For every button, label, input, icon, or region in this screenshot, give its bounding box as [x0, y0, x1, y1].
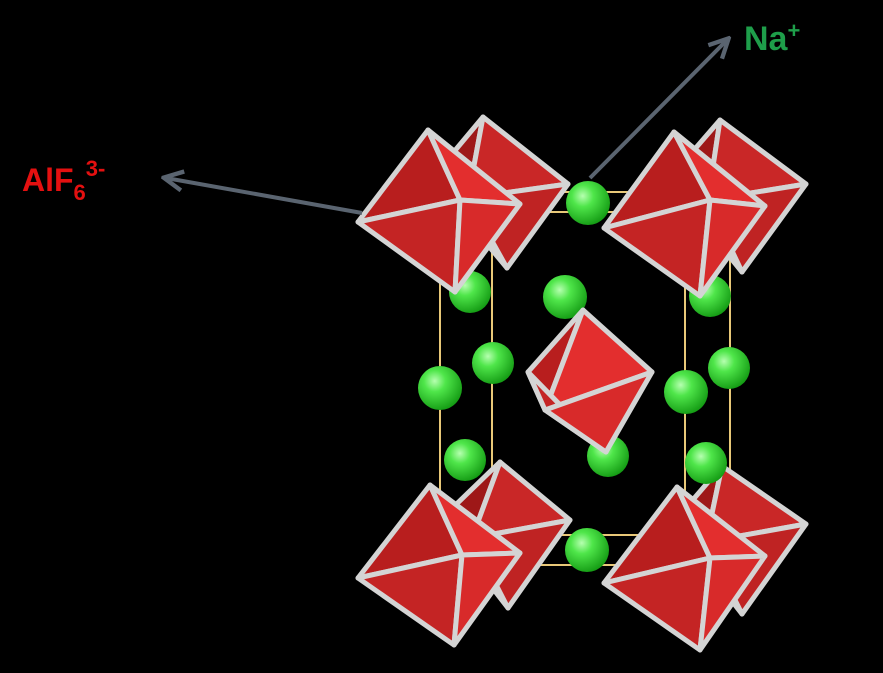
- anion-label: AlF63-: [22, 156, 105, 205]
- sodium-ion: [566, 181, 610, 225]
- sodium-ion: [418, 366, 462, 410]
- sodium-ion: [543, 275, 587, 319]
- octahedron-face: [697, 197, 768, 299]
- alf6-octahedron-center: [525, 307, 655, 455]
- sodium-ion: [708, 347, 750, 389]
- sodium-ion: [664, 370, 708, 414]
- cation-arrow: [588, 40, 727, 180]
- octahedron-face: [697, 553, 768, 653]
- cation-label: Na+: [744, 18, 800, 58]
- sodium-ion: [472, 342, 514, 384]
- sodium-ion: [565, 528, 609, 572]
- alf6-octahedron-front-top-right: [601, 129, 768, 299]
- alf6-octahedron-front-bottom-right: [601, 484, 768, 653]
- sodium-ion: [444, 439, 486, 481]
- alf6-octahedron-front-bottom-left: [355, 482, 523, 648]
- alf6-octahedron-front-top-left: [355, 127, 523, 295]
- sodium-ions-back: [418, 271, 750, 484]
- octahedron-face: [451, 550, 523, 648]
- anion-arrow: [166, 178, 363, 215]
- octahedron-face: [452, 197, 523, 295]
- octahedron-face: [542, 369, 655, 455]
- sodium-ion: [685, 442, 727, 484]
- sodium-ions-front: [565, 181, 610, 572]
